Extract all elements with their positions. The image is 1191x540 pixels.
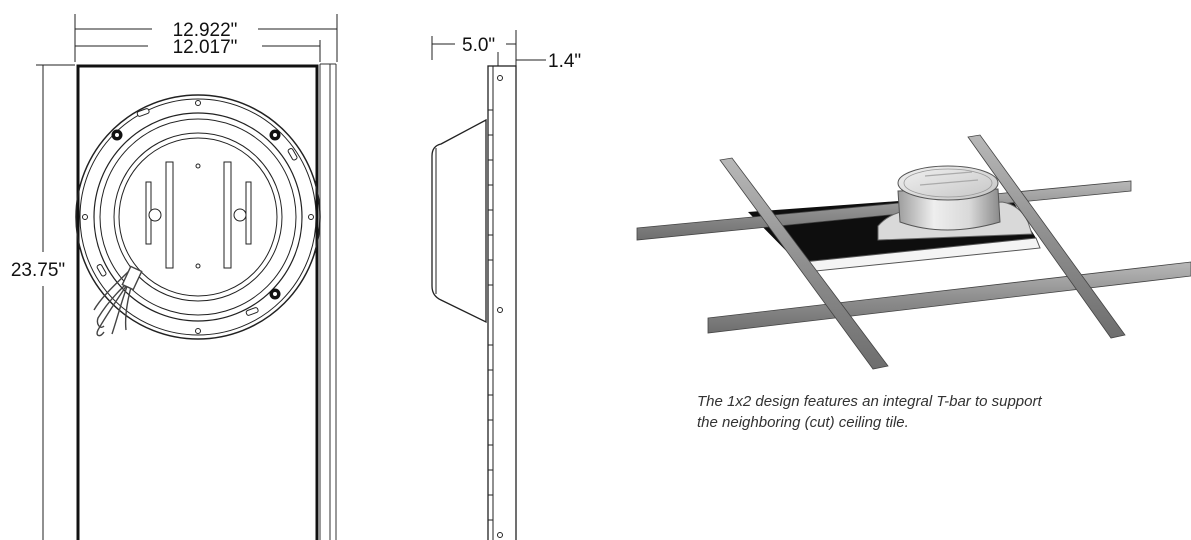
speaker-dome: [877, 165, 1033, 241]
housing-side-flange: [319, 63, 337, 540]
flange-label: 1.4": [548, 51, 581, 72]
caption-line-1: The 1x2 design features an integral T-ba…: [697, 393, 1042, 410]
t-bar-front: [707, 261, 1191, 334]
dimension-inner-width: [75, 40, 321, 62]
t-bar-left: [719, 157, 889, 370]
dimension-height: [36, 64, 75, 540]
tab-screws: [111, 129, 281, 300]
speaker-wires: [93, 265, 143, 337]
ceiling-grid-render: [636, 134, 1191, 370]
render-caption: The 1x2 design features an integral T-ba…: [697, 391, 1167, 433]
outer-width-label: 12.922": [173, 20, 238, 41]
mounting-holes: [82, 100, 314, 334]
caption-line-2: the neighboring (cut) ceiling tile.: [697, 414, 909, 431]
dimension-flange: [497, 52, 546, 66]
knockouts: [148, 208, 247, 222]
ring-slots: [96, 108, 298, 316]
flange-holes: [497, 75, 503, 538]
inner-width-label: 12.017": [173, 37, 238, 58]
height-label: 23.75": [11, 260, 65, 281]
enclosure-profile: [431, 118, 487, 324]
side-flange: [487, 65, 517, 540]
t-bar-right: [967, 134, 1126, 339]
flange-ticks: [488, 109, 493, 521]
depth-label: 5.0": [462, 35, 495, 56]
front-view: 12.922" 12.017" 23.75": [11, 14, 338, 540]
driver-brackets: [145, 161, 252, 269]
speaker-mount-ring: [75, 94, 321, 340]
side-view: 5.0" 1.4": [431, 30, 581, 540]
dimension-outer-width: [74, 14, 338, 62]
